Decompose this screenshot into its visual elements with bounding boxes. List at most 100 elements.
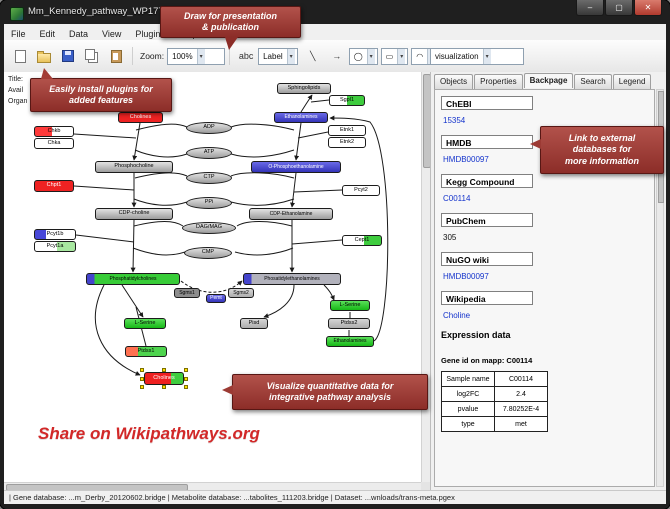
tab-search[interactable]: Search (574, 74, 612, 89)
menu-plugins[interactable]: Plugins (135, 29, 165, 39)
save-icon[interactable] (56, 46, 80, 66)
chevron-down-icon[interactable]: ▾ (482, 49, 491, 64)
pathway-node-sphingolipids[interactable]: Sphingolipids (277, 83, 331, 94)
pathway-node-ctp[interactable]: CTP (186, 172, 232, 184)
copy-icon[interactable] (80, 46, 104, 66)
pathway-node-sgpl1[interactable]: Sgpl1 (329, 95, 365, 106)
pathway-node-etnk2[interactable]: Etnk2 (328, 137, 366, 148)
open-folder-icon[interactable] (32, 46, 56, 66)
pathway-node-cept1[interactable]: Cept1 (342, 235, 382, 246)
title-bar[interactable]: Mm_Kennedy_pathway_WP1771_45176.gpml – ▢… (4, 0, 666, 24)
pathway-node-cmp[interactable]: CMP (184, 247, 232, 259)
rectangle-tool-combo[interactable]: ▭▾ (380, 47, 409, 65)
selection-handle[interactable] (162, 368, 166, 372)
chevron-down-icon[interactable]: ▾ (196, 48, 205, 64)
pathway-node-l-serine-right[interactable]: L-Serine (330, 300, 370, 311)
label-template-combo[interactable]: Label▾ (258, 47, 298, 65)
selection-handle[interactable] (140, 376, 144, 381)
canvas-vertical-scrollbar[interactable] (421, 72, 431, 482)
selection-handle[interactable] (184, 368, 188, 372)
backpage-header-chebi: ChEBI (441, 96, 533, 110)
pathway-node-cdp-ethanolamine[interactable]: CDP-Ethanolamine (249, 208, 333, 220)
chevron-down-icon[interactable]: ▾ (397, 48, 406, 64)
ellipse-tool-combo[interactable]: ◯▾ (348, 47, 378, 65)
backpage-header-wikipedia: Wikipedia (441, 291, 533, 305)
arrow-tool-icon-glyph: → (332, 51, 342, 61)
pathway-node-phosphatidylcholines[interactable]: Phosphatidylcholines (86, 273, 180, 285)
pathway-node-atp[interactable]: ATP (186, 147, 232, 159)
tab-legend[interactable]: Legend (612, 74, 652, 89)
pathway-node-ethanolamines-top[interactable]: Ethanolamines (274, 112, 328, 123)
chevron-down-icon[interactable]: ▾ (286, 48, 295, 64)
pathway-node-sgms2[interactable]: Sgms2 (228, 288, 254, 298)
tab-objects[interactable]: Objects (434, 74, 474, 89)
backpage-header-hmdb: HMDB (441, 135, 533, 149)
pathway-node-pcyt1b[interactable]: Pcyt1b (34, 229, 76, 240)
backpage-link[interactable]: Choline (443, 311, 471, 320)
pathway-node-o-phosphoethanolamine[interactable]: O-Phosphoethanolamine (251, 161, 341, 173)
pathway-node-pcyt2[interactable]: Pcyt2 (342, 185, 380, 196)
canvas-horizontal-scrollbar[interactable] (4, 482, 421, 491)
selection-handle[interactable] (162, 385, 166, 389)
pathway-node-chpt1[interactable]: Chpt1 (34, 180, 74, 192)
backpage-value: 305 (443, 233, 457, 242)
callout-visualize-text: Visualize quantitative data for integrat… (266, 380, 394, 403)
pathway-node-etnk1[interactable]: Etnk1 (328, 125, 366, 136)
maximize-button[interactable]: ▢ (605, 0, 633, 16)
expression-cell: pvalue (441, 401, 495, 417)
pathway-node-ethanolamines-bottom[interactable]: Ethanolamines (326, 336, 374, 347)
pathway-node-dag-mag[interactable]: DAG/MAG (182, 222, 236, 234)
minimize-button[interactable]: – (576, 0, 604, 16)
selection-handle[interactable] (140, 368, 144, 372)
open-folder-icon (37, 50, 51, 63)
pathway-node-l-serine-left[interactable]: L-Serine (124, 318, 166, 329)
backpage-link[interactable]: HMDB00097 (443, 272, 489, 281)
callout-pointer (530, 139, 541, 149)
tab-backpage[interactable]: Backpage (523, 73, 574, 88)
expression-cell: C00114 (494, 371, 548, 387)
pathway-node-pisd[interactable]: Pisd (240, 318, 268, 329)
pathway-node-sgms1[interactable]: Sgms1 (174, 288, 200, 298)
backpage-link[interactable]: HMDB00097 (443, 155, 489, 164)
chevron-down-icon[interactable]: ▾ (366, 48, 375, 64)
pathway-node-phosphatidylethanolamines[interactable]: Phosatidylethanolamines (243, 273, 341, 285)
backpage-link[interactable]: C00114 (443, 194, 471, 203)
pathway-node-pemt[interactable]: Pemt (206, 294, 226, 303)
pathway-node-ppi[interactable]: PPi (186, 197, 232, 209)
menu-view[interactable]: View (102, 29, 122, 39)
arrow-tool-icon[interactable]: → (325, 46, 349, 66)
pathway-node-cdp-choline[interactable]: CDP-choline (95, 208, 173, 220)
callout-draw: Draw for presentation & publication (160, 6, 301, 50)
pathway-node-cholines-top[interactable]: Cholines (118, 112, 163, 123)
selection-handle[interactable] (184, 376, 188, 381)
pathway-node-ptdss1[interactable]: Ptdss1 (125, 346, 167, 357)
label-template-combo-glyph: Label (263, 51, 283, 61)
visualization-combo[interactable]: visualization ▾ (430, 48, 524, 65)
selection-handle[interactable] (140, 385, 144, 389)
pathway-node-phosphocholine[interactable]: Phosphocholine (95, 161, 173, 173)
paste-icon[interactable] (104, 46, 128, 66)
save-icon (62, 50, 74, 62)
pathway-node-adp[interactable]: ADP (186, 122, 232, 134)
pathway-node-cholines-selected[interactable]: Cholines (144, 372, 184, 385)
line-tool-icon[interactable]: ╲ (301, 46, 325, 66)
new-file-icon (14, 49, 26, 63)
pathway-node-chka[interactable]: Chka (34, 138, 74, 149)
menu-file[interactable]: File (11, 29, 26, 39)
expression-data-title: Expression data (441, 330, 511, 340)
text-tool-icon[interactable]: abc (234, 46, 258, 66)
pathway-node-ptdss2[interactable]: Ptdss2 (328, 318, 370, 329)
pathway-node-chkb[interactable]: Chkb (34, 126, 74, 137)
backpage-link[interactable]: 15354 (443, 116, 466, 125)
pathway-node-pcyt1a[interactable]: Pcyt1a (34, 241, 76, 252)
menu-data[interactable]: Data (69, 29, 89, 39)
zoom-combo[interactable]: 100% ▾ (167, 47, 226, 65)
new-file-icon[interactable] (8, 46, 32, 66)
close-button[interactable]: ✕ (634, 0, 662, 16)
selection-handle[interactable] (184, 385, 188, 389)
tab-properties[interactable]: Properties (474, 74, 523, 89)
menu-edit[interactable]: Edit (39, 29, 56, 39)
